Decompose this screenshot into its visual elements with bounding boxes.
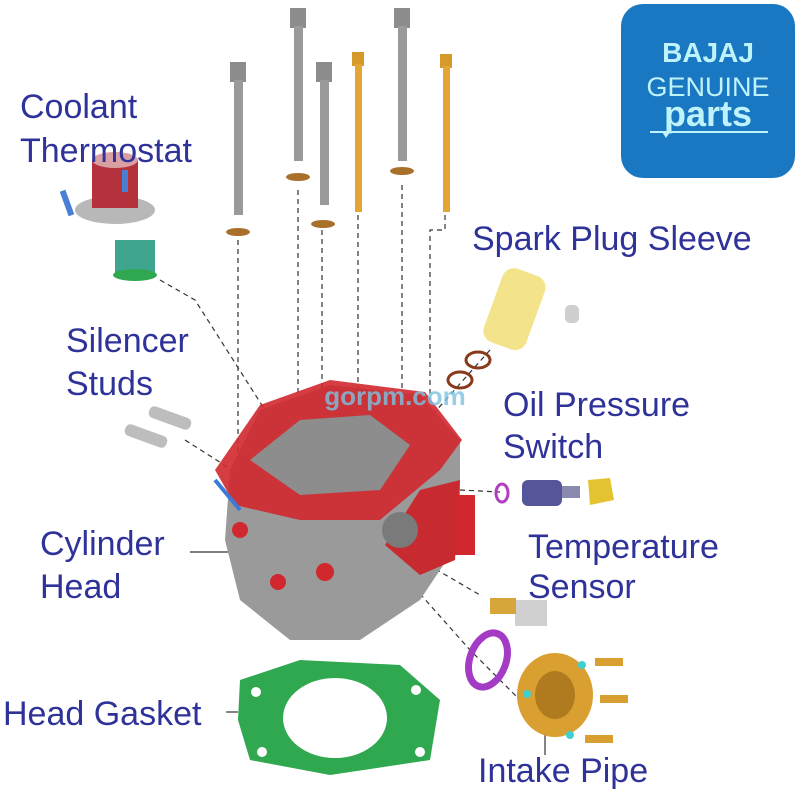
bolt-grey-3 (311, 62, 335, 228)
bolt-grey-1 (226, 62, 250, 236)
bolt-grey-4 (390, 8, 414, 175)
cylinder-head-part: gorpm.com (213, 380, 475, 640)
label-coolant-thermostat-line2: Thermostat (20, 132, 192, 170)
label-head-gasket: Head Gasket (3, 695, 202, 733)
bolt-gold-2 (440, 54, 452, 212)
label-temperature-sensor-line2: Sensor (528, 568, 636, 606)
spark-plug-sleeve-part (446, 268, 579, 390)
bajaj-genuine-parts-logo: BAJAJ GENUINE parts (621, 4, 795, 178)
label-coolant-thermostat-line1: Coolant (20, 88, 138, 126)
label-silencer-studs-line2: Studs (66, 365, 153, 403)
label-cylinder-head-line1: Cylinder (40, 525, 165, 563)
logo-brand: BAJAJ (662, 37, 754, 68)
label-intake-pipe: Intake Pipe (478, 752, 648, 790)
label-silencer-studs-line1: Silencer (66, 322, 189, 360)
intake-pipe-part (465, 629, 628, 743)
oil-pressure-switch-part (494, 478, 614, 506)
logo-genuine: GENUINE (646, 72, 769, 102)
label-oil-pressure-switch-line1: Oil Pressure (503, 386, 690, 424)
bolt-gold-1 (352, 52, 364, 212)
head-bolts (226, 8, 452, 236)
bolt-grey-2 (286, 8, 310, 181)
logo-parts: parts (664, 93, 752, 134)
label-cylinder-head-line2: Head (40, 568, 121, 606)
watermark: gorpm.com (324, 381, 466, 411)
head-gasket-part (238, 660, 440, 775)
label-temperature-sensor-line1: Temperature (528, 528, 719, 566)
label-oil-pressure-switch-line2: Switch (503, 428, 603, 466)
label-spark-plug-sleeve: Spark Plug Sleeve (472, 220, 752, 258)
temperature-sensor-part (490, 598, 547, 626)
coolant-thermostat-part (59, 152, 157, 281)
silencer-studs-part (124, 406, 192, 448)
